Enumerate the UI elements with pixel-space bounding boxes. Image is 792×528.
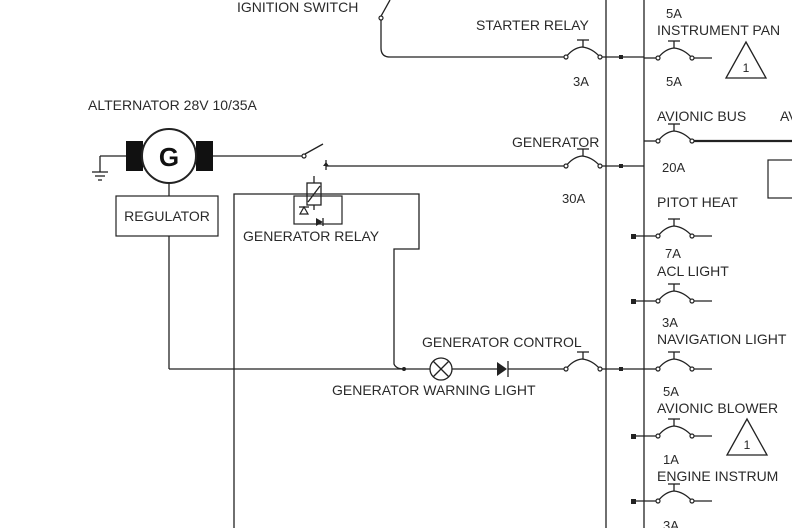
breaker-instrument-panel: [644, 40, 712, 61]
generator-relay-symbol: [293, 176, 343, 226]
warning-triangle-icon: 1: [724, 40, 768, 79]
generator-relay-label: GENERATOR RELAY: [243, 228, 380, 244]
breaker-rating: 5A: [666, 6, 682, 21]
breaker-rating: 5A: [663, 384, 679, 399]
breaker-rating: 7A: [665, 246, 681, 261]
breaker-engine-instrument: [631, 483, 712, 504]
alternator-letter: G: [159, 142, 179, 172]
warning-triangle-icon: 1: [725, 417, 769, 456]
starter-relay-rating: 3A: [573, 74, 589, 89]
breaker-acl-light: [631, 283, 712, 304]
breaker-navigation-light: [644, 351, 712, 372]
ignition-switch-symbol: [378, 0, 566, 58]
starter-relay-breaker: [563, 39, 644, 60]
breaker-rating: 5A: [666, 74, 682, 89]
breaker-pitot-heat: [631, 218, 712, 239]
breaker-avionic-blower: [631, 418, 712, 439]
breaker-rating: 3A: [663, 518, 679, 528]
breaker-rating: 3A: [662, 315, 678, 330]
svg-text:1: 1: [744, 438, 751, 452]
diode-icon: [497, 361, 509, 377]
avionic-box: [767, 159, 792, 199]
generator-cb-label: GENERATOR: [512, 134, 599, 150]
generator-warning-light-label: GENERATOR WARNING LIGHT: [332, 382, 536, 398]
generator-switch-symbol: [301, 143, 329, 170]
starter-relay-label: STARTER RELAY: [476, 17, 589, 33]
breaker-label-acl-light: ACL LIGHT: [657, 263, 729, 279]
breaker-label-pitot-heat: PITOT HEAT: [657, 194, 738, 210]
breaker-label-avionic-bus: AVIONIC BUS: [657, 108, 746, 124]
ignition-switch-label: IGNITION SWITCH: [237, 0, 358, 15]
breaker-label-instrument-panel: INSTRUMENT PAN: [657, 22, 780, 38]
ground-icon: [92, 155, 126, 181]
breaker-label-engine-instrument: ENGINE INSTRUM: [657, 468, 778, 484]
regulator-box: [115, 195, 219, 237]
regulator-label: REGULATOR: [124, 208, 210, 224]
breaker-rating: 20A: [662, 160, 685, 175]
svg-text:1: 1: [743, 61, 750, 75]
warning-lamp-icon: [429, 357, 453, 381]
breaker-label-avionic-blower: AVIONIC BLOWER: [657, 400, 778, 416]
generator-breaker: [563, 148, 644, 169]
alternator-symbol: G: [126, 128, 213, 184]
alternator-label: ALTERNATOR 28V 10/35A: [88, 97, 258, 113]
breaker-avionic-bus: [644, 123, 792, 144]
breaker-rating: 1A: [663, 452, 679, 467]
breaker-label-navigation-light: NAVIGATION LIGHT: [657, 331, 787, 347]
generator-control-label: GENERATOR CONTROL: [422, 334, 582, 350]
relay-feed-wire: [233, 193, 420, 528]
generator-control-breaker: [563, 351, 644, 372]
edge-label-avionic: AV: [780, 108, 792, 124]
generator-cb-rating: 30A: [562, 191, 585, 206]
